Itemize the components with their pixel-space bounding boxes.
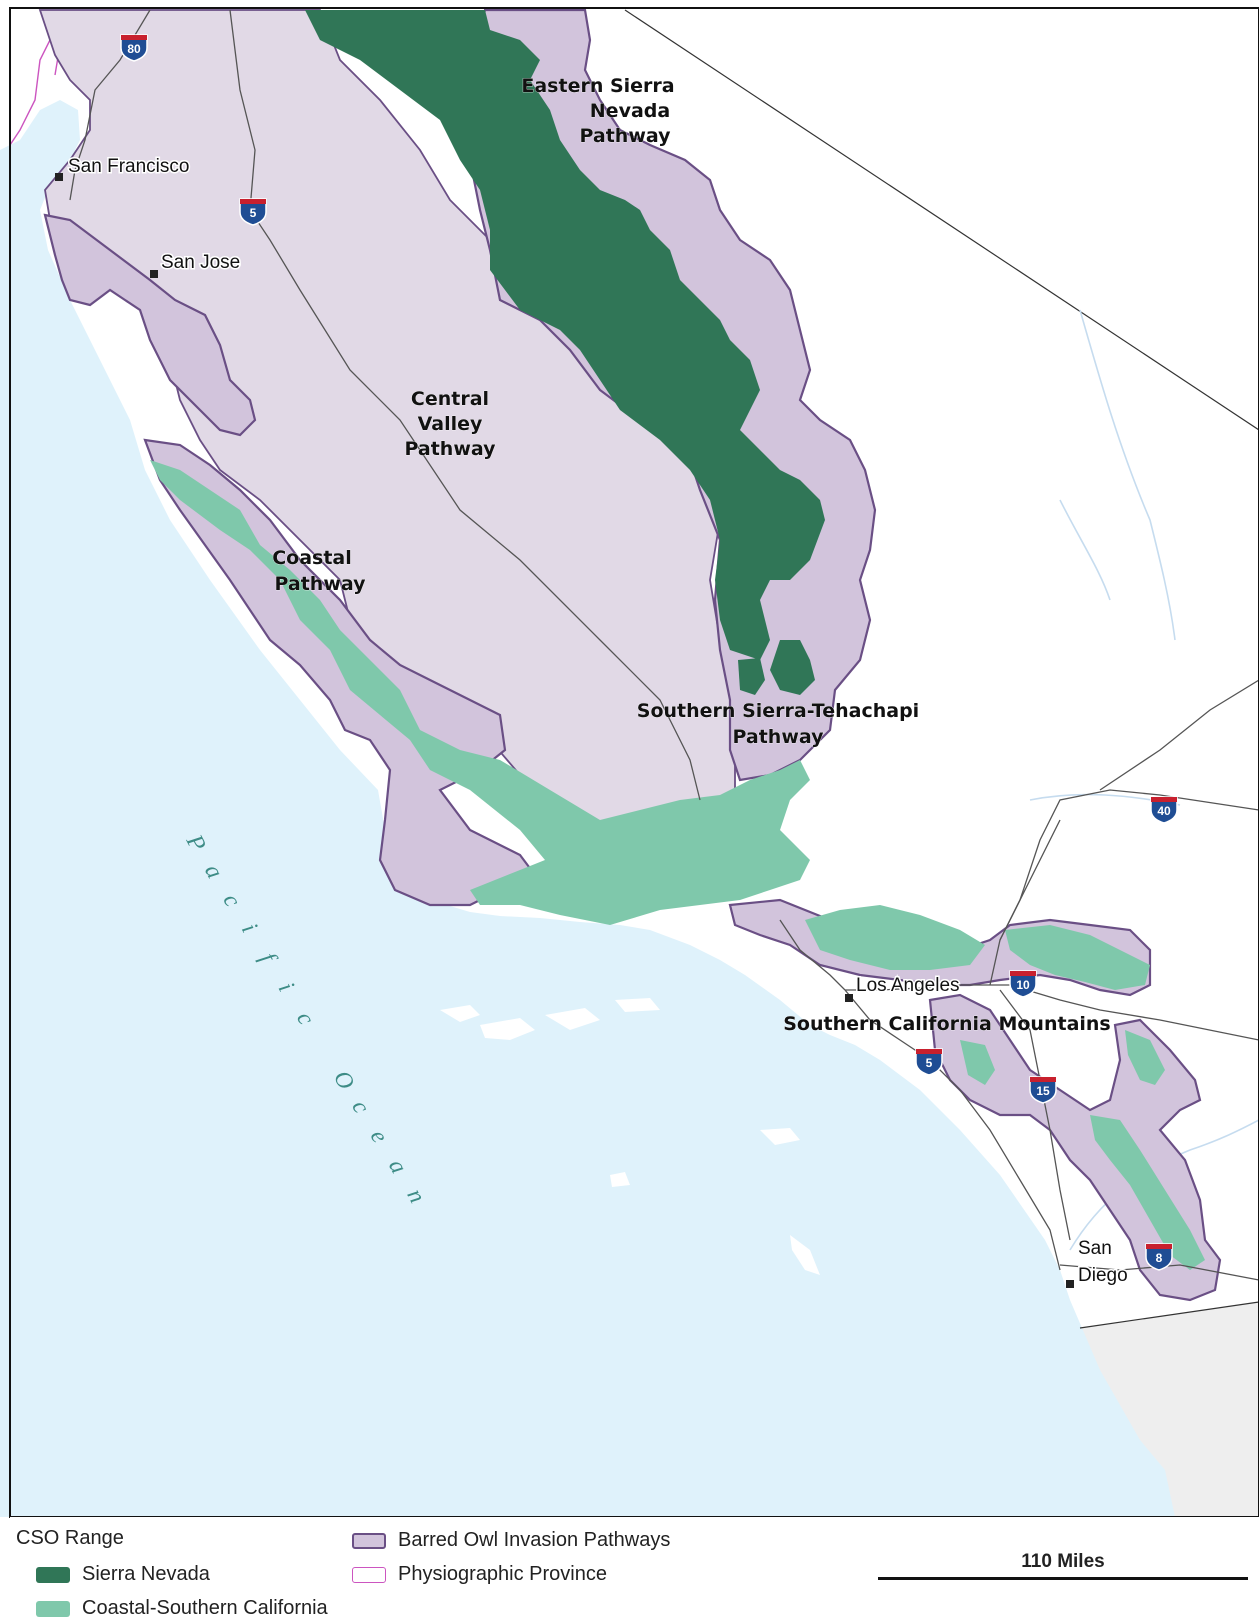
legend-swatch-barred-owl (352, 1532, 386, 1549)
legend-swatch-province (352, 1566, 386, 1583)
label-southern-california-mountains: Southern California Mountains (783, 1013, 1111, 1035)
southern-california-mountains-range-a (805, 905, 985, 970)
sierra-nevada-range-islet (738, 658, 765, 695)
label-central-valley-line3: Pathway (404, 438, 496, 460)
southern-california-mountains-range-b (1005, 925, 1150, 990)
svg-text:40: 40 (1157, 804, 1171, 818)
legend-item-sierra-nevada: Sierra Nevada (36, 1563, 210, 1586)
scale-bar: 110 Miles (878, 1551, 1248, 1580)
pacific-ocean (0, 100, 1175, 1517)
city-marker-san-francisco (55, 173, 63, 181)
legend-label-province: Physiographic Province (398, 1563, 607, 1585)
coastal-southern-california-range (150, 460, 810, 925)
legend-label-barred-owl: Barred Owl Invasion Pathways (398, 1529, 671, 1551)
interstate-shield-80: 80 (120, 34, 148, 62)
city-marker-san-diego (1066, 1280, 1074, 1288)
label-eastern-sierra-line1: Eastern Sierra (521, 75, 674, 97)
svg-text:8: 8 (1156, 1251, 1163, 1265)
highways (69, 9, 1259, 1281)
city-label-san-diego-line1: San (1078, 1238, 1112, 1259)
svg-text:80: 80 (127, 42, 141, 56)
southern-california-mountains-range-c (1125, 1030, 1165, 1085)
label-coastal-line1: Coastal (272, 547, 352, 569)
legend-swatch-coastal-socal (36, 1600, 70, 1617)
state-border (624, 9, 1259, 431)
svg-text:10: 10 (1016, 978, 1030, 992)
label-southern-sierra-line1: Southern Sierra-Tehachapi (637, 700, 919, 722)
scale-bar-label: 110 Miles (1021, 1551, 1105, 1572)
mexico-area (1080, 1302, 1259, 1517)
city-label-san-diego-line2: Diego (1078, 1265, 1128, 1286)
southern-california-mountains-range-e (1090, 1115, 1205, 1270)
legend-label-coastal-socal: Coastal-Southern California (82, 1597, 328, 1619)
interstate-shield-40: 40 (1150, 796, 1178, 824)
sierra-nevada-range-south (770, 640, 815, 695)
legend-item-province: Physiographic Province (352, 1563, 607, 1586)
scale-bar-line (878, 1577, 1248, 1580)
legend-label-sierra-nevada: Sierra Nevada (82, 1563, 210, 1585)
label-eastern-sierra-line2: Nevada (590, 100, 670, 122)
label-coastal-line2: Pathway (274, 573, 366, 595)
legend-item-coastal-socal: Coastal-Southern California (36, 1597, 328, 1620)
label-southern-sierra-line2: Pathway (732, 726, 824, 748)
interstate-shield-10: 10 (1009, 970, 1037, 998)
city-marker-los-angeles (845, 994, 853, 1002)
city-label-san-francisco: San Francisco (68, 156, 189, 177)
legend-swatch-sierra-nevada (36, 1566, 70, 1583)
city-label-los-angeles: Los Angeles (856, 975, 960, 996)
southern-california-mountains-range-d (960, 1040, 995, 1085)
label-central-valley-line2: Valley (418, 413, 483, 435)
interstate-shield-8: 8 (1145, 1243, 1173, 1271)
city-markers (55, 173, 1074, 1288)
svg-text:5: 5 (926, 1056, 933, 1070)
mexico-border (1079, 1301, 1259, 1329)
city-marker-san-jose (150, 270, 158, 278)
interstate-shield-5: 5 (915, 1048, 943, 1076)
svg-text:5: 5 (250, 206, 257, 220)
legend: CSO Range Sierra Nevada Coastal-Southern… (10, 1517, 1259, 1621)
label-eastern-sierra-line3: Pathway (579, 125, 671, 147)
interstate-shield-15: 15 (1029, 1076, 1057, 1104)
legend-item-barred-owl: Barred Owl Invasion Pathways (352, 1529, 670, 1552)
channel-islands (440, 998, 820, 1275)
legend-title: CSO Range (16, 1527, 124, 1549)
sierra-nevada-range (305, 10, 825, 660)
svg-text:15: 15 (1036, 1084, 1050, 1098)
city-label-san-jose: San Jose (161, 252, 240, 273)
coastal-pathway (43, 213, 257, 437)
interstate-shields: 80 5 40 10 5 15 8 (120, 34, 1178, 1271)
interstate-shield-5: 5 (239, 198, 267, 226)
label-central-valley-line1: Central (411, 388, 489, 410)
